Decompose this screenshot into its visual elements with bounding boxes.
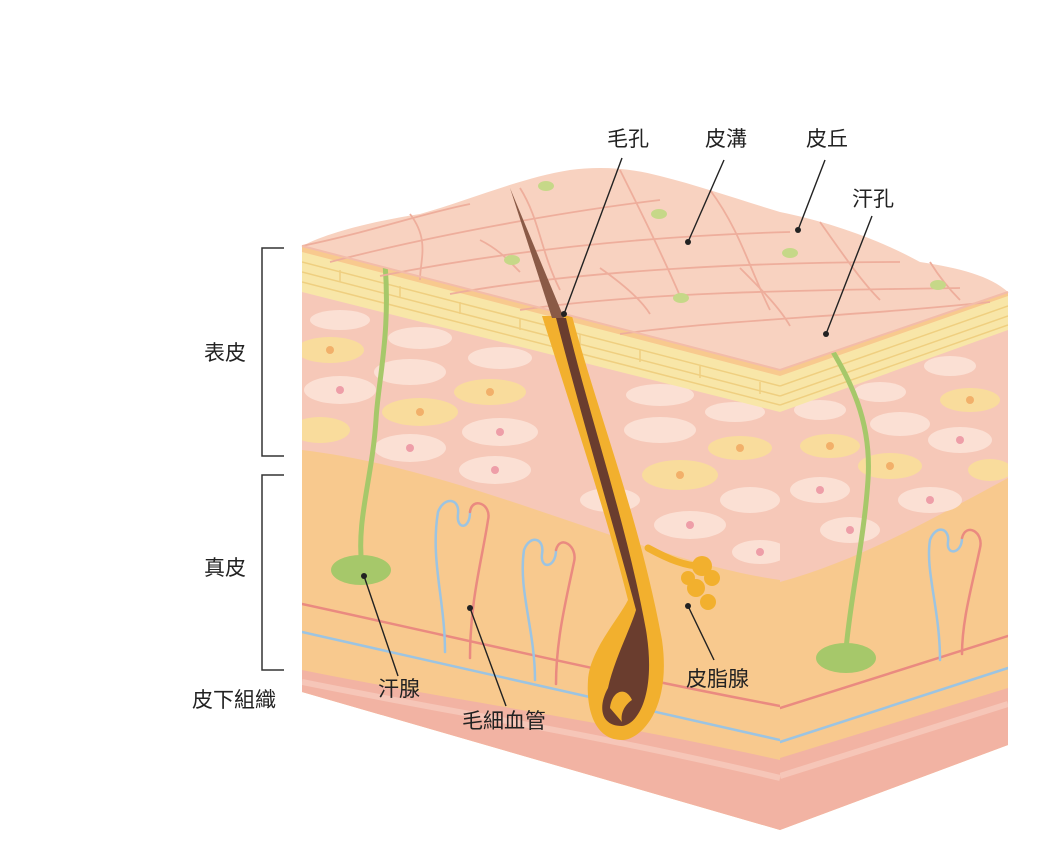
hair-follicle — [542, 316, 720, 740]
label-crista: 皮丘 — [806, 127, 848, 151]
sweat-gland-side — [816, 337, 876, 673]
skin-crista-dots — [504, 181, 946, 303]
label-epidermis: 表皮 — [204, 341, 246, 365]
subcutis-layer-side — [780, 688, 1008, 830]
label-dermis: 真皮 — [204, 556, 246, 580]
label-sweat-gland: 汗腺 — [378, 677, 420, 701]
hair-shaft — [510, 188, 564, 318]
skin-sulcus-lines — [301, 169, 991, 335]
label-sulcus: 皮溝 — [705, 127, 747, 151]
side-face — [780, 292, 1008, 830]
label-subcutis: 皮下組織 — [192, 688, 276, 712]
stratum-corneum-front — [302, 252, 780, 412]
label-sebaceous-gland: 皮脂腺 — [686, 667, 749, 691]
capillaries-front — [302, 499, 780, 742]
layer-brackets — [261, 247, 284, 671]
label-capillary: 毛細血管 — [462, 709, 546, 733]
label-pore: 毛孔 — [607, 127, 649, 151]
stratum-corneum-side — [780, 296, 1008, 412]
leader-lines — [361, 157, 873, 707]
epidermis-cells — [302, 310, 780, 564]
epidermis-cells-side — [790, 356, 1008, 543]
label-sweat-pore: 汗孔 — [852, 187, 894, 211]
capillaries-side — [780, 528, 1008, 744]
